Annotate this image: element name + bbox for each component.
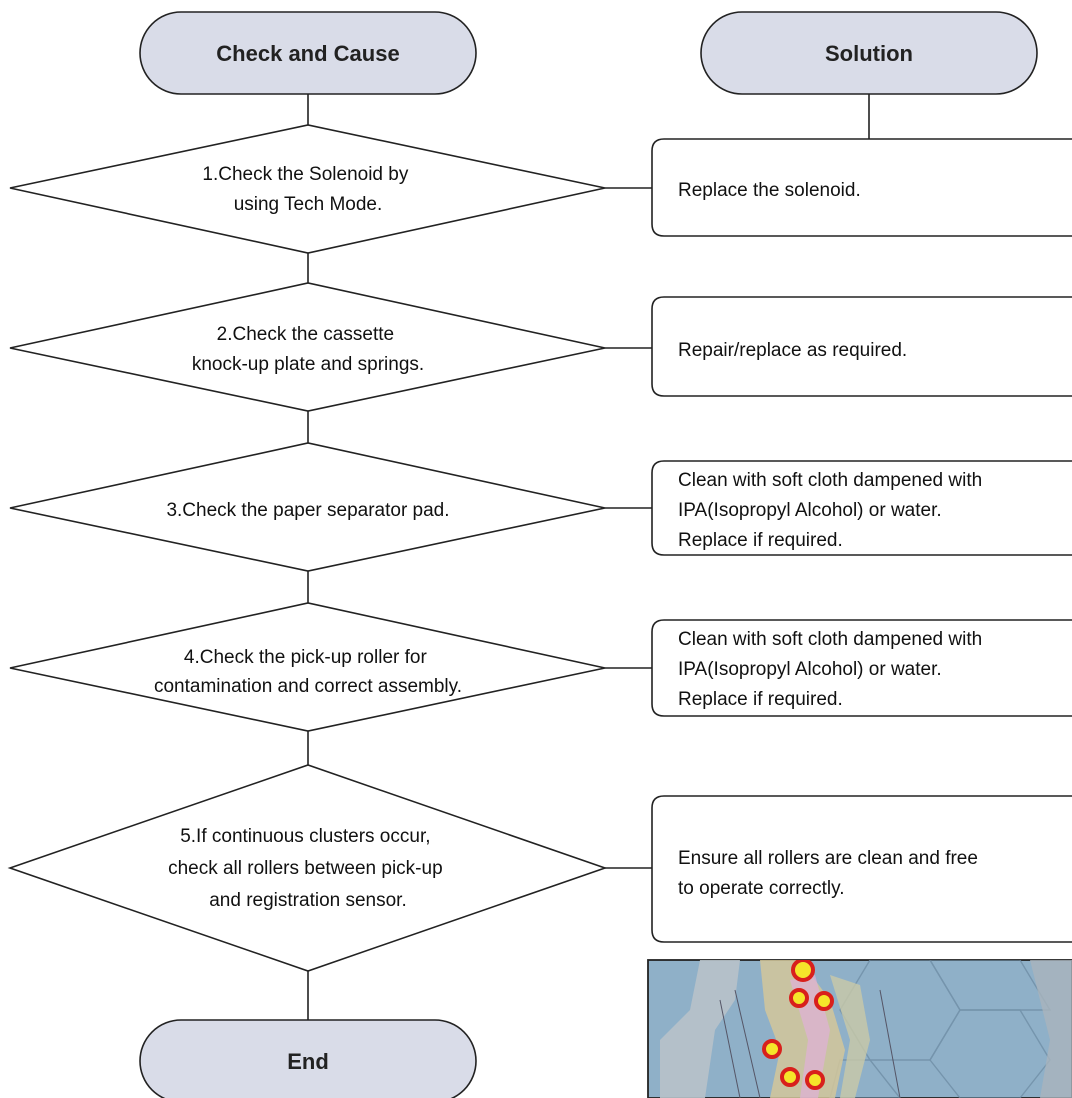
solution-step-4: Clean with soft cloth dampened with IPA(… — [651, 619, 1072, 717]
connectors — [307, 94, 870, 1020]
end-label: End — [287, 1049, 329, 1074]
solution-step-1-text: Replace the solenoid. — [678, 180, 861, 201]
check-step-2: 2.Check the cassette knock-up plate and … — [9, 282, 606, 412]
check-step-5-text: 5.If continuous clusters occur, check al… — [168, 826, 448, 911]
photo-content — [660, 960, 1072, 1098]
check-step-4-text: 4.Check the pick-up roller for contamina… — [154, 647, 462, 697]
solution-step-2: Repair/replace as required. — [651, 296, 1072, 397]
roller-marker-icon — [814, 991, 834, 1011]
roller-marker-icon — [762, 1039, 782, 1059]
check-step-3: 3.Check the paper separator pad. — [9, 442, 606, 572]
header-solution: Solution — [700, 11, 1038, 95]
check-step-2-text: 2.Check the cassette knock-up plate and … — [192, 324, 424, 375]
roller-marker-icon — [805, 1070, 825, 1090]
printer-rollers-photo — [647, 959, 1072, 1098]
check-step-5: 5.If continuous clusters occur, check al… — [7, 764, 608, 972]
solution-step-5: Ensure all rollers are clean and free to… — [651, 795, 1072, 943]
roller-marker-icon — [780, 1067, 800, 1087]
solution-step-4-text: Clean with soft cloth dampened with IPA(… — [678, 629, 987, 710]
header-check-and-cause: Check and Cause — [139, 11, 477, 95]
solution-step-2-text: Repair/replace as required. — [678, 340, 907, 361]
solution-step-5-text: Ensure all rollers are clean and free to… — [678, 848, 983, 899]
check-step-1-text: 1.Check the Solenoid by using Tech Mode. — [202, 164, 413, 215]
solution-step-3: Clean with soft cloth dampened with IPA(… — [651, 460, 1072, 556]
header-left-label: Check and Cause — [216, 41, 399, 66]
roller-marker-icon — [791, 960, 815, 982]
header-right-label: Solution — [825, 41, 913, 66]
check-step-1: 1.Check the Solenoid by using Tech Mode. — [9, 124, 606, 254]
check-step-3-text: 3.Check the paper separator pad. — [166, 500, 449, 521]
check-step-4: 4.Check the pick-up roller for contamina… — [9, 602, 606, 732]
solution-step-3-text: Clean with soft cloth dampened with IPA(… — [678, 470, 987, 551]
solution-step-1: Replace the solenoid. — [651, 138, 1072, 237]
roller-marker-icon — [789, 988, 809, 1008]
end-terminal: End — [139, 1019, 477, 1098]
